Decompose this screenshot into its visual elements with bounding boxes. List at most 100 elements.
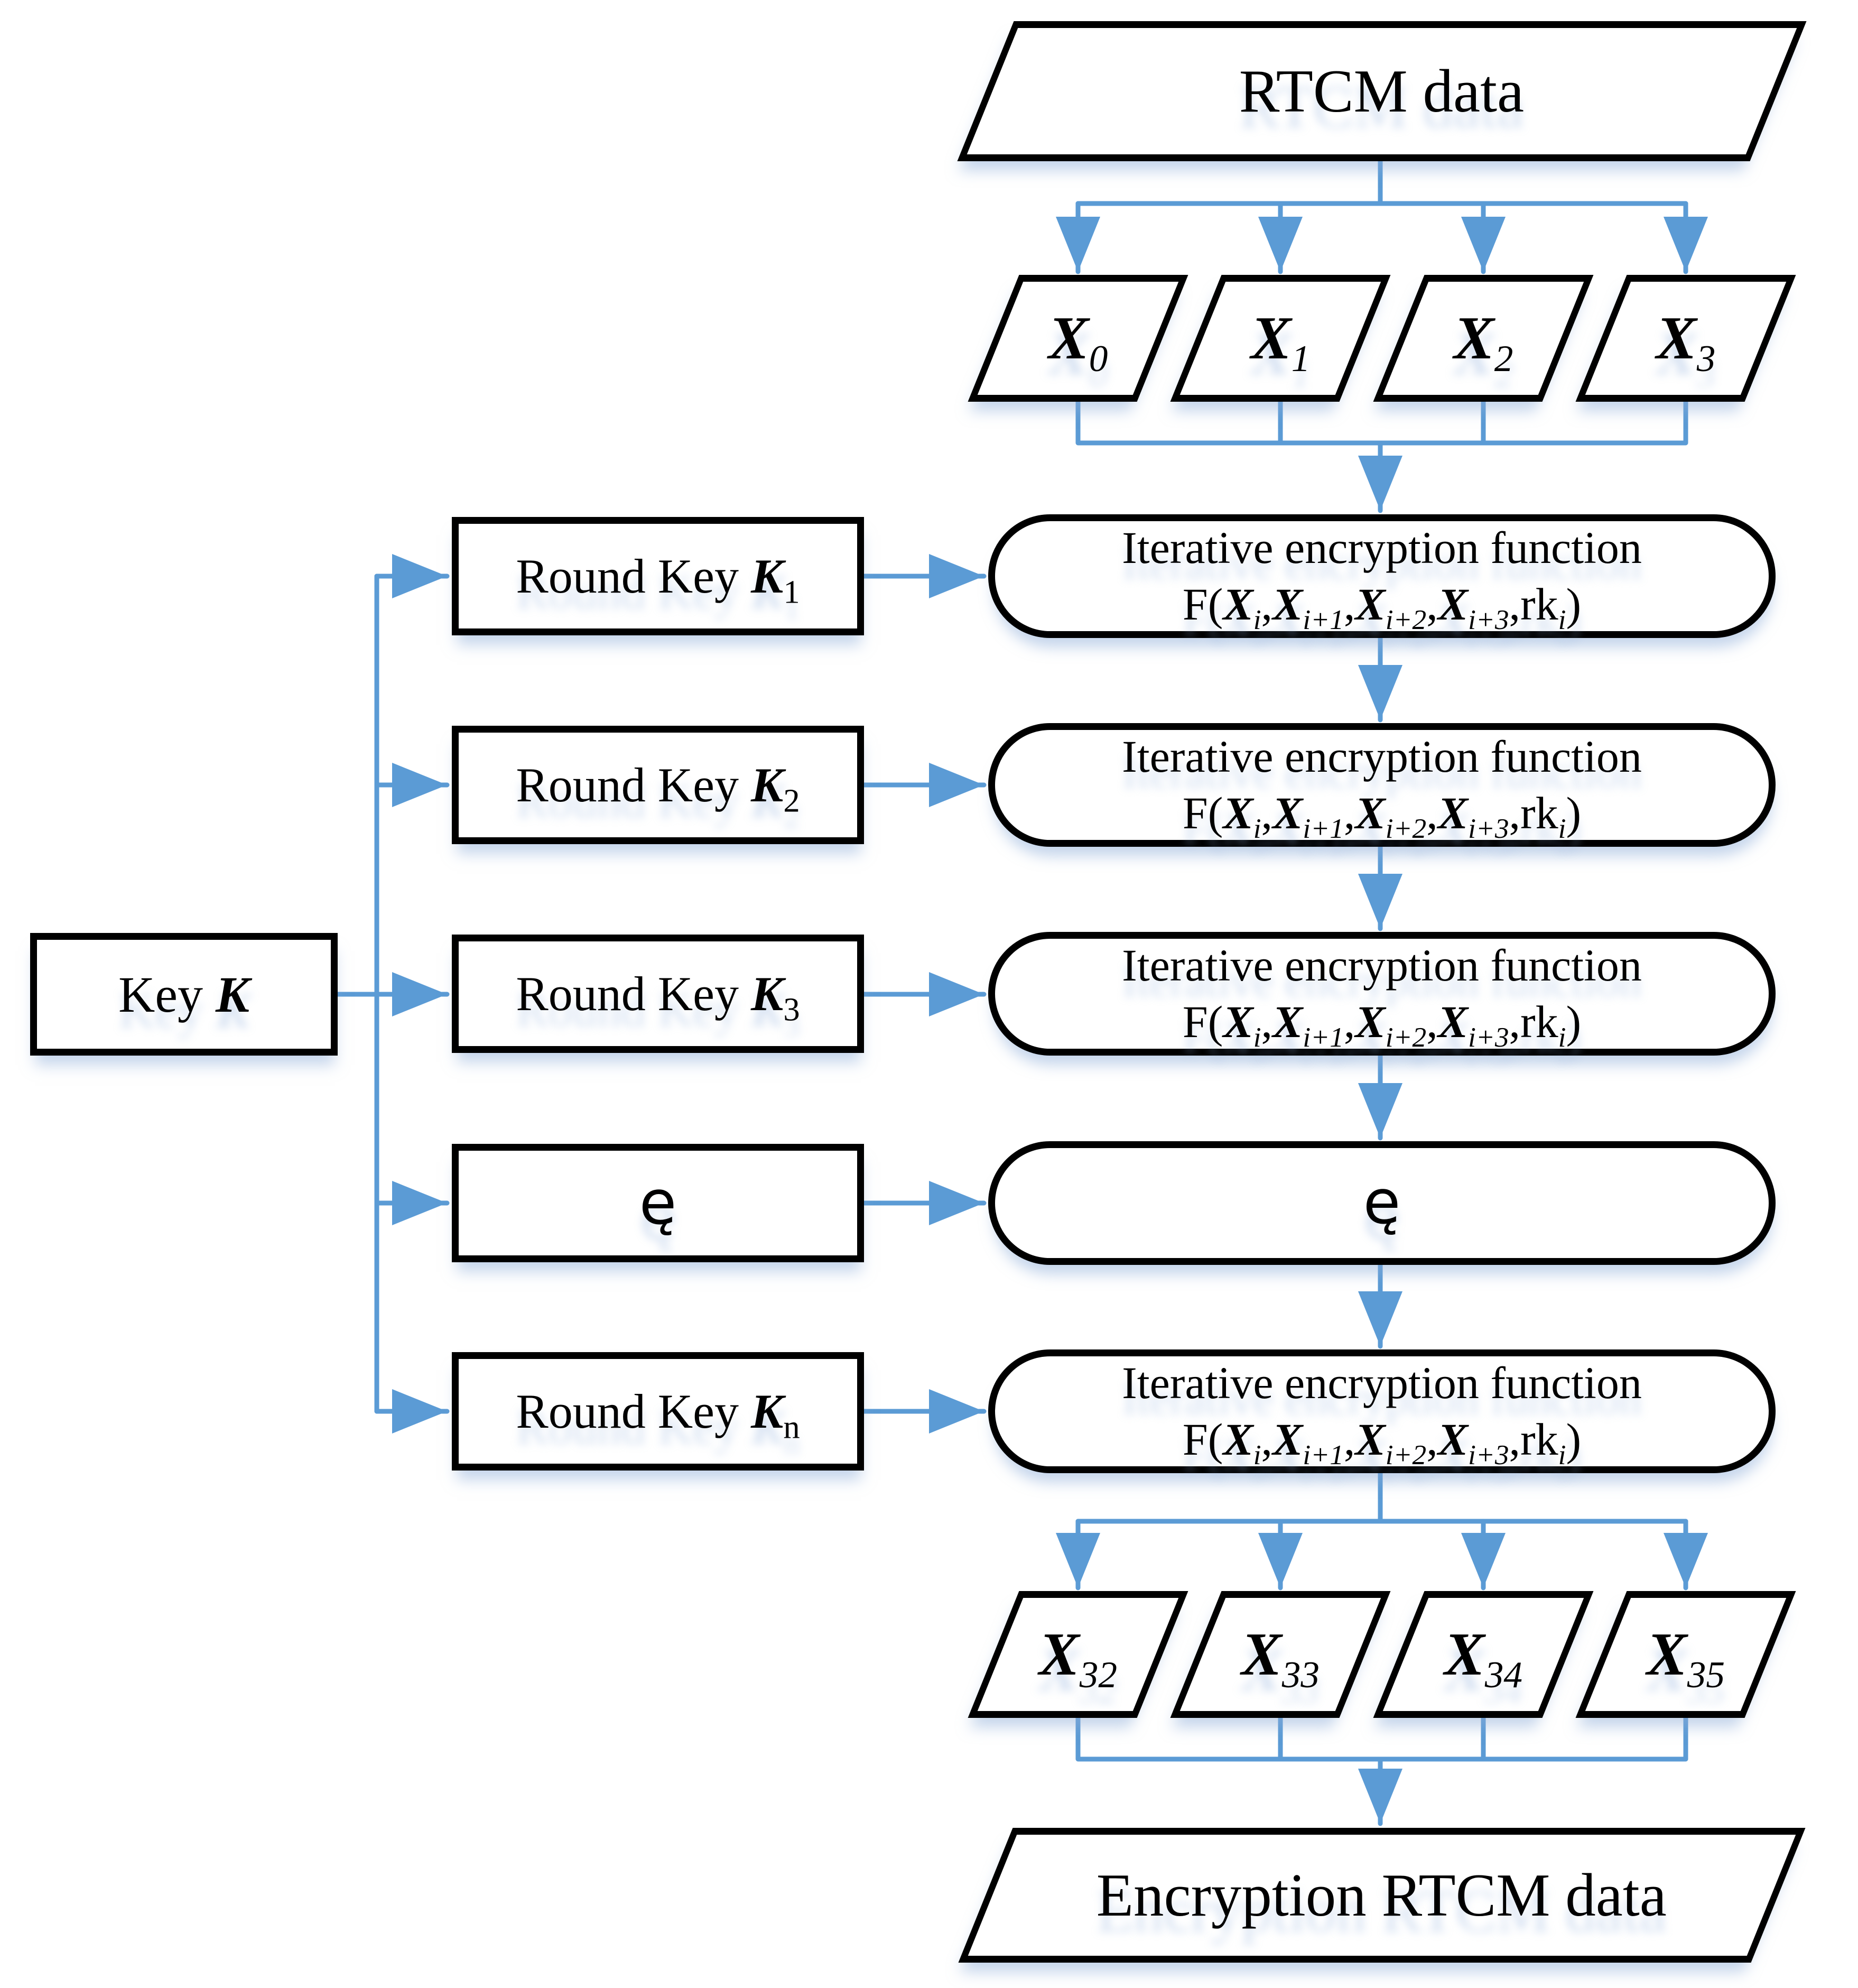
round-key-ellipsis-box: ę [452, 1144, 864, 1262]
formula-x: X [1355, 996, 1386, 1047]
function-formula: F(Xi,Xi+1,Xi+2,Xi+3,rki) [1122, 785, 1642, 845]
round-key-sub: 2 [783, 782, 800, 819]
formula-sub: i [1558, 1021, 1566, 1053]
block-var: X [1250, 304, 1292, 372]
function-ellipsis-label: ę [1363, 1167, 1401, 1238]
key-label: Key K [118, 965, 249, 1024]
round-key-symbol: K [750, 549, 784, 603]
formula-f: F( [1182, 579, 1223, 630]
formula-comma: , [1261, 579, 1273, 630]
block-var: X [1646, 1621, 1687, 1688]
formula-rk: rk [1520, 788, 1558, 838]
block-sub: 0 [1089, 338, 1108, 380]
function-formula: F(Xi,Xi+1,Xi+2,Xi+3,rki) [1122, 576, 1642, 636]
function-2-text: Iterative encryption function F(Xi,Xi+1,… [1122, 728, 1642, 845]
formula-comma: , [1261, 788, 1273, 838]
input-label: RTCM data [1239, 57, 1525, 125]
key-prefix: Key [118, 966, 216, 1023]
block-var: X [1241, 1621, 1282, 1688]
round-key-symbol: K [750, 967, 784, 1021]
block-x3-label: X3 [1656, 303, 1715, 380]
block-var: X [1038, 1621, 1080, 1688]
function-n-stadium: Iterative encryption function F(Xi,Xi+1,… [988, 1349, 1776, 1473]
connector-input-split [1075, 156, 1688, 206]
function-formula: F(Xi,Xi+1,Xi+2,Xi+3,rki) [1122, 994, 1642, 1051]
formula-x: X [1355, 579, 1386, 630]
function-title: Iterative encryption function [1122, 1357, 1642, 1408]
round-key-2-label: Round Key K2 [516, 757, 800, 817]
formula-sub: i+2 [1385, 812, 1427, 845]
formula-close: ) [1566, 996, 1582, 1047]
connector-functionN-split [1075, 1471, 1688, 1524]
connector-key-spine [335, 574, 379, 1414]
formula-sub: i [1253, 604, 1261, 636]
function-1-stadium: Iterative encryption function F(Xi,Xi+1,… [988, 514, 1776, 638]
input-parallelogram: RTCM data [957, 21, 1807, 161]
formula-comma: , [1261, 996, 1273, 1047]
function-ellipsis-stadium: ę [988, 1141, 1776, 1265]
function-title: Iterative encryption function [1122, 522, 1642, 573]
key-box: Key K [30, 933, 338, 1056]
round-key-2-box: Round Key K2 [452, 726, 864, 844]
formula-sub: i+3 [1468, 604, 1509, 636]
block-sub: 1 [1291, 338, 1311, 380]
function-2-stadium: Iterative encryption function F(Xi,Xi+1,… [988, 723, 1776, 847]
formula-sub: i+3 [1468, 1439, 1509, 1471]
round-key-prefix: Round Key [516, 549, 751, 603]
round-key-3-label: Round Key K3 [516, 966, 800, 1026]
formula-comma: , [1426, 1414, 1438, 1465]
formula-comma: , [1509, 1414, 1521, 1465]
function-3-text: Iterative encryption function F(Xi,Xi+1,… [1122, 937, 1642, 1051]
key-symbol: K [215, 966, 249, 1023]
function-title: Iterative encryption function [1122, 939, 1642, 991]
formula-sub: i+1 [1303, 604, 1344, 636]
formula-rk: rk [1520, 579, 1558, 630]
block-x33-label: X33 [1241, 1620, 1320, 1696]
formula-x: X [1272, 579, 1303, 630]
function-1-text: Iterative encryption function F(Xi,Xi+1,… [1122, 520, 1642, 636]
formula-comma: , [1426, 579, 1438, 630]
round-key-sub: 1 [783, 573, 800, 611]
round-key-symbol: K [750, 1384, 784, 1438]
round-key-n-box: Round Key Kn [452, 1352, 864, 1471]
connector-output-merge [1075, 1715, 1688, 1762]
formula-x: X [1355, 1414, 1386, 1465]
formula-comma: , [1426, 788, 1438, 838]
formula-x: X [1437, 1414, 1469, 1465]
round-key-prefix: Round Key [516, 1384, 751, 1438]
block-x32-label: X32 [1038, 1620, 1117, 1696]
round-key-sub: 3 [783, 991, 800, 1028]
formula-comma: , [1261, 1414, 1273, 1465]
function-title: Iterative encryption function [1122, 731, 1642, 782]
output-label: Encryption RTCM data [1097, 1861, 1667, 1929]
formula-x: X [1272, 788, 1303, 838]
formula-comma: , [1509, 788, 1521, 838]
formula-sub: i [1253, 812, 1261, 845]
formula-sub: i [1558, 1439, 1566, 1471]
round-key-n-label: Round Key Kn [516, 1383, 800, 1444]
block-var: X [1048, 304, 1089, 372]
formula-comma: , [1509, 579, 1521, 630]
block-x1-label: X1 [1250, 303, 1310, 380]
formula-sub: i [1253, 1021, 1261, 1053]
function-n-text: Iterative encryption function F(Xi,Xi+1,… [1122, 1355, 1642, 1471]
round-key-ellipsis-label: ę [639, 1168, 677, 1238]
formula-sub: i+1 [1303, 812, 1344, 845]
block-var: X [1444, 1621, 1485, 1688]
formula-x: X [1437, 996, 1469, 1047]
formula-sub: i+1 [1303, 1021, 1344, 1053]
formula-sub: i [1558, 604, 1566, 636]
block-var: X [1656, 304, 1697, 372]
formula-sub: i [1253, 1439, 1261, 1471]
formula-x: X [1223, 996, 1253, 1047]
formula-sub: i [1558, 812, 1566, 845]
formula-rk: rk [1520, 996, 1558, 1047]
formula-x: X [1355, 788, 1386, 838]
block-sub: 3 [1696, 338, 1716, 380]
round-key-symbol: K [750, 758, 784, 812]
block-sub: 35 [1687, 1654, 1725, 1696]
formula-x: X [1223, 579, 1253, 630]
formula-sub: i+2 [1385, 604, 1427, 636]
